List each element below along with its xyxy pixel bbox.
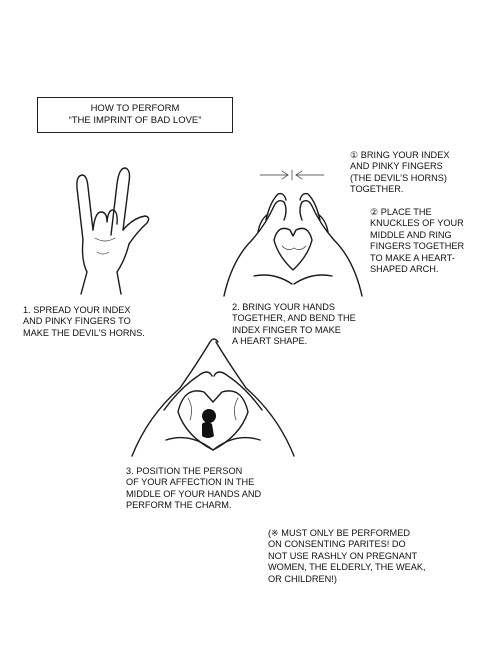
warning-note: (※ MUST ONLY BE PERFORMED ON CONSENTING … <box>268 528 426 584</box>
title-box: HOW TO PERFORM “THE IMPRINT OF BAD LOVE” <box>37 97 233 133</box>
step-3-caption: 3. POSITION THE PERSON OF YOUR AFFECTION… <box>126 466 262 511</box>
heart-hands-illustration <box>223 192 363 297</box>
step-2-caption: 2. BRING YOUR HANDS TOGETHER, AND BEND T… <box>232 302 356 347</box>
title-line-2: “THE IMPRINT OF BAD LOVE” <box>68 115 202 126</box>
step-2-note-1: ① BRING YOUR INDEX AND PINKY FINGERS (TH… <box>350 150 450 195</box>
step-1-caption: 1. SPREAD YOUR INDEX AND PINKY FINGERS T… <box>23 305 145 338</box>
heart-frame-hands-illustration <box>131 338 295 457</box>
step-2-note-2: ② PLACE THE KNUCKLES OF YOUR MIDDLE AND … <box>370 207 465 275</box>
converging-arrows-icon <box>259 169 325 181</box>
title-line-1: HOW TO PERFORM <box>90 103 180 114</box>
devil-horns-hand-illustration <box>76 167 150 295</box>
